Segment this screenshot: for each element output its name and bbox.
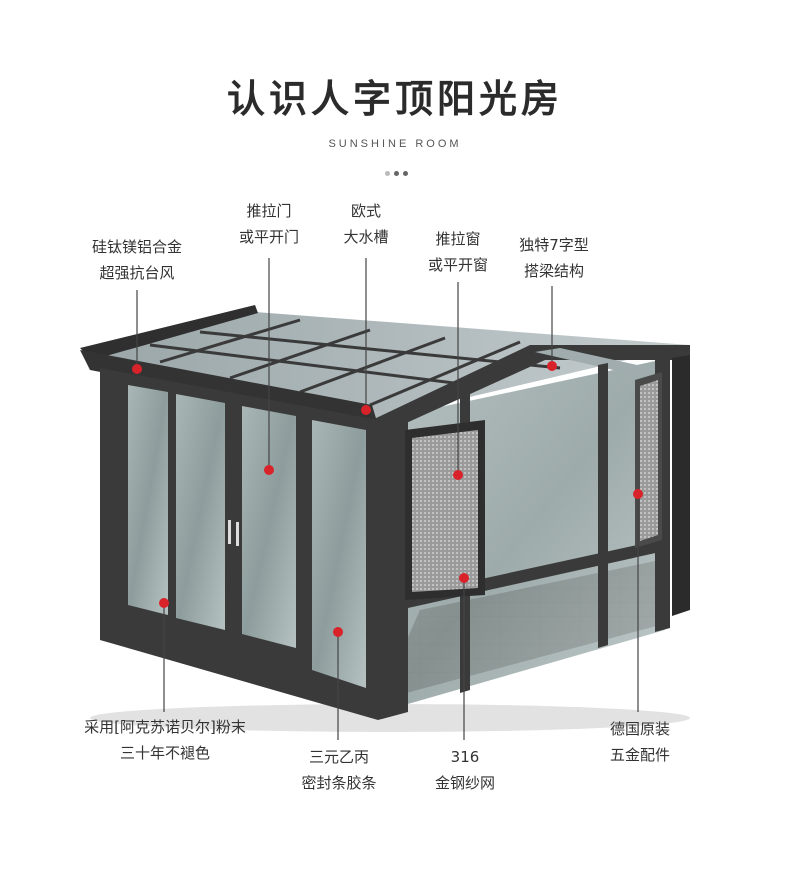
page-subtitle: SUNSHINE ROOM xyxy=(328,138,462,150)
dot xyxy=(403,171,408,176)
front-glass-panels xyxy=(128,385,366,688)
label-line: 或平开门 xyxy=(238,228,299,246)
gable-glass xyxy=(535,348,660,376)
label-line: 德国原装 xyxy=(609,720,670,738)
label-frame: 硅钛镁铝合金 超强抗台风 xyxy=(68,234,206,286)
markers xyxy=(132,361,643,637)
label-line: 金钢纱网 xyxy=(434,774,495,792)
label-line: 搭梁结构 xyxy=(523,262,584,280)
label-line: 316 xyxy=(450,748,480,766)
marker-dot xyxy=(132,364,142,374)
label-line: 密封条胶条 xyxy=(301,774,377,792)
marker-dot xyxy=(633,489,643,499)
label-line: 硅钛镁铝合金 xyxy=(91,238,182,256)
label-line: 欧式 xyxy=(350,202,381,220)
dot xyxy=(394,171,399,176)
marker-dot xyxy=(459,573,469,583)
eave-left xyxy=(80,305,258,360)
label-gutter: 欧式 大水槽 xyxy=(320,198,412,250)
label-powder: 采用[阿克苏诺贝尔]粉末 三十年不褪色 xyxy=(58,714,272,766)
label-line: 推拉窗 xyxy=(435,230,481,248)
label-line: 三十年不褪色 xyxy=(119,744,210,762)
page-title: 认识人字顶阳光房 xyxy=(226,77,563,121)
carousel-dots xyxy=(385,171,408,176)
label-seal: 三元乙丙 密封条胶条 xyxy=(286,744,392,796)
marker-dot xyxy=(361,405,371,415)
label-hardware: 德国原装 五金配件 xyxy=(592,716,688,768)
marker-dot xyxy=(159,598,169,608)
ground-shadow xyxy=(90,704,690,732)
label-beam: 独特7字型 搭梁结构 xyxy=(500,232,608,284)
marker-dot xyxy=(453,470,463,480)
marker-dot xyxy=(547,361,557,371)
label-line: 独特7字型 xyxy=(519,236,589,254)
label-line: 超强抗台风 xyxy=(99,264,175,282)
label-line: 三元乙丙 xyxy=(308,748,369,766)
label-line: 五金配件 xyxy=(609,746,670,764)
label-line: 推拉门 xyxy=(246,202,292,220)
marker-dot xyxy=(333,627,343,637)
ridge-beam xyxy=(372,345,690,435)
label-screen: 316 金钢纱网 xyxy=(418,744,512,796)
label-line: 采用[阿克苏诺贝尔]粉末 xyxy=(84,718,246,736)
label-window: 推拉窗 或平开窗 xyxy=(406,226,510,278)
label-line: 或平开窗 xyxy=(427,256,488,274)
screen-mesh xyxy=(412,430,478,592)
label-sliding-door: 推拉门 或平开门 xyxy=(214,198,324,250)
dot xyxy=(385,171,390,176)
label-line: 大水槽 xyxy=(343,228,389,246)
corner-post xyxy=(672,355,690,616)
marker-dot xyxy=(264,465,274,475)
leader-lines xyxy=(136,258,639,740)
